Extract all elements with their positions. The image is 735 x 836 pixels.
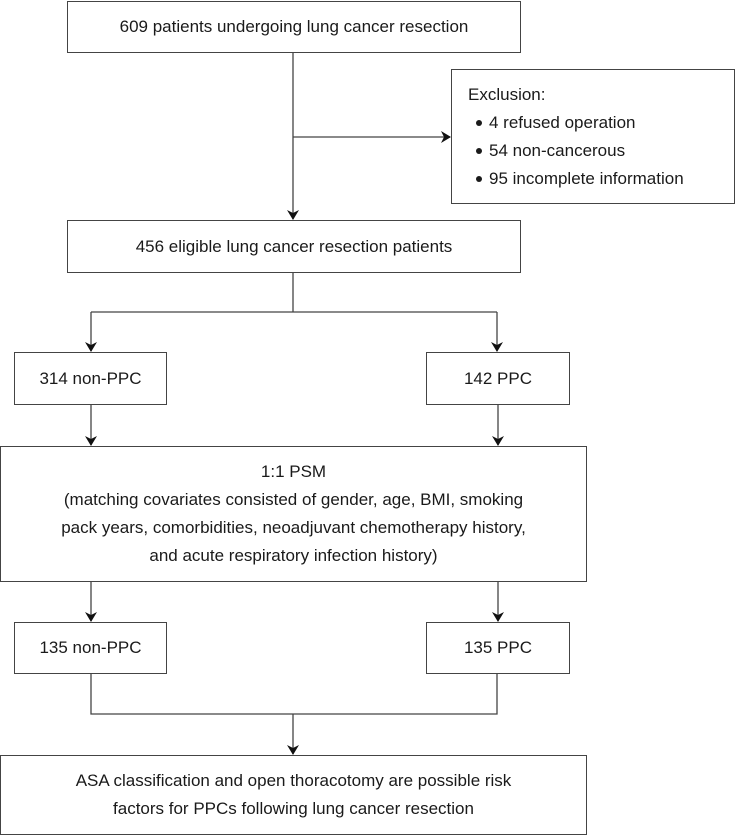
box-ppc-post-text: 135 PPC [463, 638, 533, 657]
exclusion-title: Exclusion: [468, 84, 546, 104]
box-ppc-pre: 142 PPC [426, 352, 570, 405]
exclusion-item: 95 incomplete information [468, 165, 684, 193]
exclusion-item-text: 54 non-cancerous [489, 140, 626, 160]
psm-title: 1:1 PSM [260, 462, 327, 481]
box-ppc-pre-text: 142 PPC [463, 368, 533, 388]
box-exclusion: Exclusion: 4 refused operation 54 non-ca… [451, 69, 735, 204]
conclusion-line: factors for PPCs following lung cancer r… [113, 799, 474, 818]
box-conclusion: ASA classification and open thoracotomy … [0, 755, 587, 835]
box-non-ppc-pre-text: 314 non-PPC [39, 368, 142, 388]
bullet-icon [476, 175, 482, 182]
exclusion-item-text: 95 incomplete information [489, 168, 684, 188]
exclusion-item-text: 4 refused operation [489, 112, 636, 132]
box-psm: 1:1 PSM (matching covariates consisted o… [0, 446, 587, 582]
psm-line: (matching covariates consisted of gender… [63, 490, 524, 509]
box-non-ppc-post-text: 135 non-PPC [39, 638, 142, 657]
box-eligible: 456 eligible lung cancer resection patie… [67, 220, 521, 273]
box-start: 609 patients undergoing lung cancer rese… [67, 1, 521, 53]
exclusion-item: 4 refused operation [468, 109, 636, 137]
bullet-icon [476, 119, 482, 126]
psm-line: pack years, comorbidities, neoadjuvant c… [61, 518, 526, 537]
box-eligible-text: 456 eligible lung cancer resection patie… [135, 236, 453, 256]
exclusion-item: 54 non-cancerous [468, 137, 625, 165]
box-non-ppc-post: 135 non-PPC [14, 622, 167, 674]
box-start-text: 609 patients undergoing lung cancer rese… [119, 17, 469, 36]
conclusion-line: ASA classification and open thoracotomy … [75, 771, 512, 790]
join-line [90, 674, 498, 715]
psm-line: and acute respiratory infection history) [149, 546, 438, 565]
bullet-icon [476, 147, 482, 154]
box-non-ppc-pre: 314 non-PPC [14, 352, 167, 405]
box-ppc-post: 135 PPC [426, 622, 570, 674]
